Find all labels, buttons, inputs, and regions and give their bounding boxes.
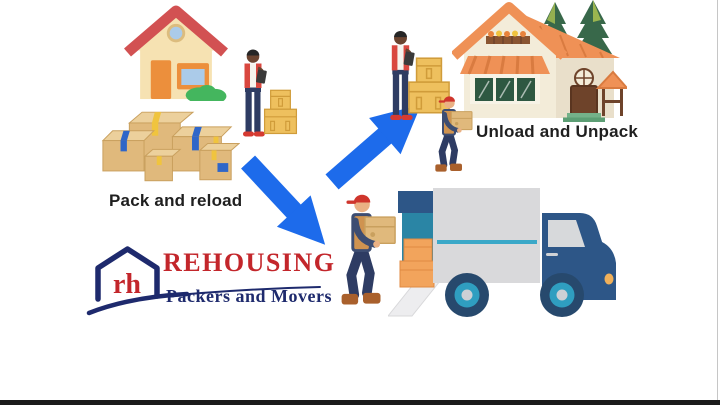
front-windows — [470, 74, 540, 104]
gold-boxes — [263, 89, 298, 135]
logo-brand-name: REHOUSING — [163, 248, 336, 277]
bush — [185, 84, 227, 101]
round-window — [166, 23, 186, 43]
origin-house-illustration — [124, 5, 228, 101]
origin-house-window — [181, 68, 205, 85]
awning — [460, 55, 550, 75]
origin-house-roof — [124, 5, 228, 57]
pack-stage-label: Pack and reload — [109, 191, 243, 210]
rear-wheel — [445, 273, 489, 317]
worker-unloading-illustration — [435, 96, 473, 172]
headlight — [604, 273, 614, 285]
carried-box — [364, 216, 396, 245]
moving-truck — [388, 188, 616, 317]
right-edge-line — [717, 0, 718, 405]
moving-truck-illustration — [388, 188, 616, 317]
carried-box — [450, 111, 473, 131]
flower-balcony — [486, 30, 530, 44]
supervisor-depot-illustration — [390, 30, 415, 121]
logo-underline — [144, 286, 321, 299]
logo-monogram: rh — [113, 269, 141, 300]
side-porch — [595, 70, 627, 116]
supervisor-with-clipboard — [243, 49, 267, 137]
gold-box-stack-small — [263, 89, 298, 135]
arrow-to-truck — [230, 145, 345, 263]
red-cap — [353, 194, 371, 203]
arrow-icon — [240, 155, 326, 245]
worker-loading-illustration — [341, 194, 396, 305]
cargo-box — [433, 188, 540, 283]
logo-house-icon: rh — [86, 246, 321, 316]
front-steps — [563, 113, 605, 122]
origin-house — [124, 5, 228, 101]
cab-window — [548, 220, 585, 247]
supervisor-with-clipboard — [390, 30, 415, 121]
unload-stage-label: Unload and Unpack — [476, 122, 639, 141]
door-handle — [546, 253, 558, 256]
side-stripe — [437, 240, 537, 244]
open-door-panel — [398, 191, 434, 213]
worker-carrying-box — [341, 194, 396, 305]
cargo-boxes — [399, 238, 435, 288]
supervisor-origin-illustration — [243, 49, 267, 137]
origin-house-door — [150, 60, 172, 100]
clipboard — [403, 51, 415, 66]
brand-logo: rh REHOUSING Packers and Movers — [85, 242, 337, 320]
worker-carrying-box — [435, 96, 473, 172]
front-wheel — [540, 273, 584, 317]
clipboard — [256, 69, 267, 84]
destination-house-illustration — [452, 0, 627, 122]
cardboard-boxes — [101, 111, 240, 182]
packed-boxes-pile — [101, 111, 240, 182]
red-cap — [443, 96, 455, 102]
logo-tagline: Packers and Movers — [166, 286, 332, 306]
destination-house — [452, 2, 627, 122]
bottom-bar — [0, 400, 720, 405]
gable-roof — [452, 2, 568, 60]
